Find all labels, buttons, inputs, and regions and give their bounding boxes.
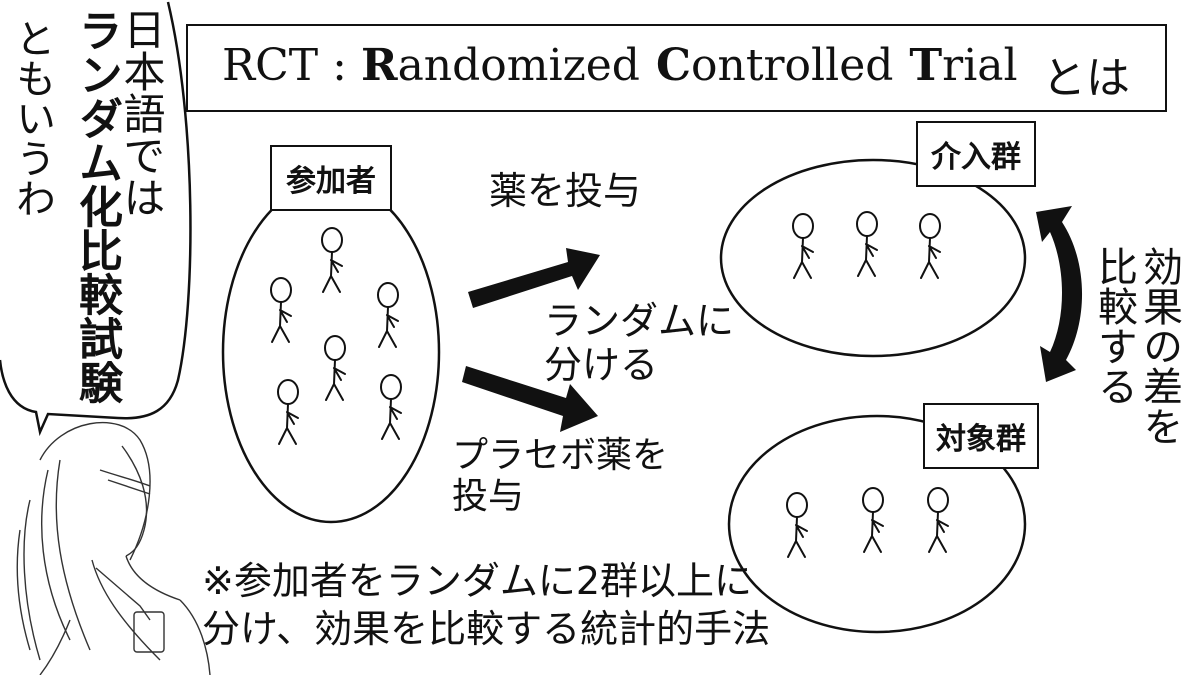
title-text: RCT : Randomized Controlled Trial: [222, 40, 1018, 91]
placebo-label-line2: 投与: [452, 476, 525, 518]
participants-label: 参加者: [270, 145, 392, 211]
stick-figure: [321, 227, 343, 293]
intervention-group-label: 介入群: [916, 121, 1036, 187]
title-initial-r: R: [360, 40, 398, 91]
compare-text-line1: 効果の差を: [1136, 246, 1182, 446]
control-group-label: 対象群: [923, 403, 1039, 469]
title-word-rial: rial: [942, 40, 1018, 91]
placebo-label: プラセボ薬を 投与: [452, 435, 668, 518]
footnote-line2: 分け、効果を比較する統計的手法: [202, 606, 771, 651]
intervention-ellipse: [719, 158, 1027, 358]
title-word-andomized: andomized: [397, 40, 640, 91]
bubble-text-line2: ランダム化比較試験: [71, 8, 122, 404]
stick-figure: [380, 374, 402, 440]
compare-text-line2: 比較する: [1091, 246, 1137, 406]
title-word-ontrolled: ontrolled: [691, 40, 894, 91]
compare-double-arrow: [1036, 206, 1083, 382]
woman-illustration: [16, 421, 211, 675]
random-label-line2: 分ける: [544, 342, 659, 387]
stick-figure: [377, 282, 399, 348]
participants-ellipse: [221, 180, 441, 524]
stick-figure: [792, 213, 814, 279]
speech-bubble: [0, 1, 192, 437]
random-assignment-label: ランダムに 分ける: [544, 299, 735, 387]
stick-figure: [919, 213, 941, 279]
stick-figure: [927, 487, 949, 553]
title-colon: :: [332, 40, 347, 91]
footnote: ※参加者をランダムに2群以上に 分け、効果を比較する統計的手法: [202, 558, 770, 653]
bubble-text-line3: ともいうわ: [9, 18, 55, 218]
random-label-line1: ランダムに: [544, 299, 735, 343]
title-initial-t: T: [909, 40, 943, 91]
stick-figure: [270, 277, 292, 343]
title-abbrev: RCT: [222, 40, 319, 91]
stick-figure: [862, 487, 884, 553]
drug-administration-label: 薬を投与: [489, 169, 642, 213]
stick-figure: [856, 211, 878, 277]
title-suffix: とは: [1042, 53, 1130, 104]
footnote-line1: ※参加者をランダムに2群以上に: [202, 559, 753, 603]
stick-figure: [277, 379, 299, 445]
title-initial-c: C: [655, 40, 692, 91]
arrow-to-control: [462, 366, 598, 432]
stick-figures: [270, 211, 949, 558]
control-ellipse: [727, 414, 1027, 634]
arrow-to-intervention: [468, 248, 600, 308]
stick-figure: [324, 335, 346, 401]
placebo-label-line1: プラセボ薬を: [452, 435, 669, 476]
title-box: RCT : Randomized Controlled Trial とは: [186, 24, 1167, 112]
bubble-text-line1: 日本語では: [117, 8, 166, 218]
stick-figure: [786, 492, 808, 558]
